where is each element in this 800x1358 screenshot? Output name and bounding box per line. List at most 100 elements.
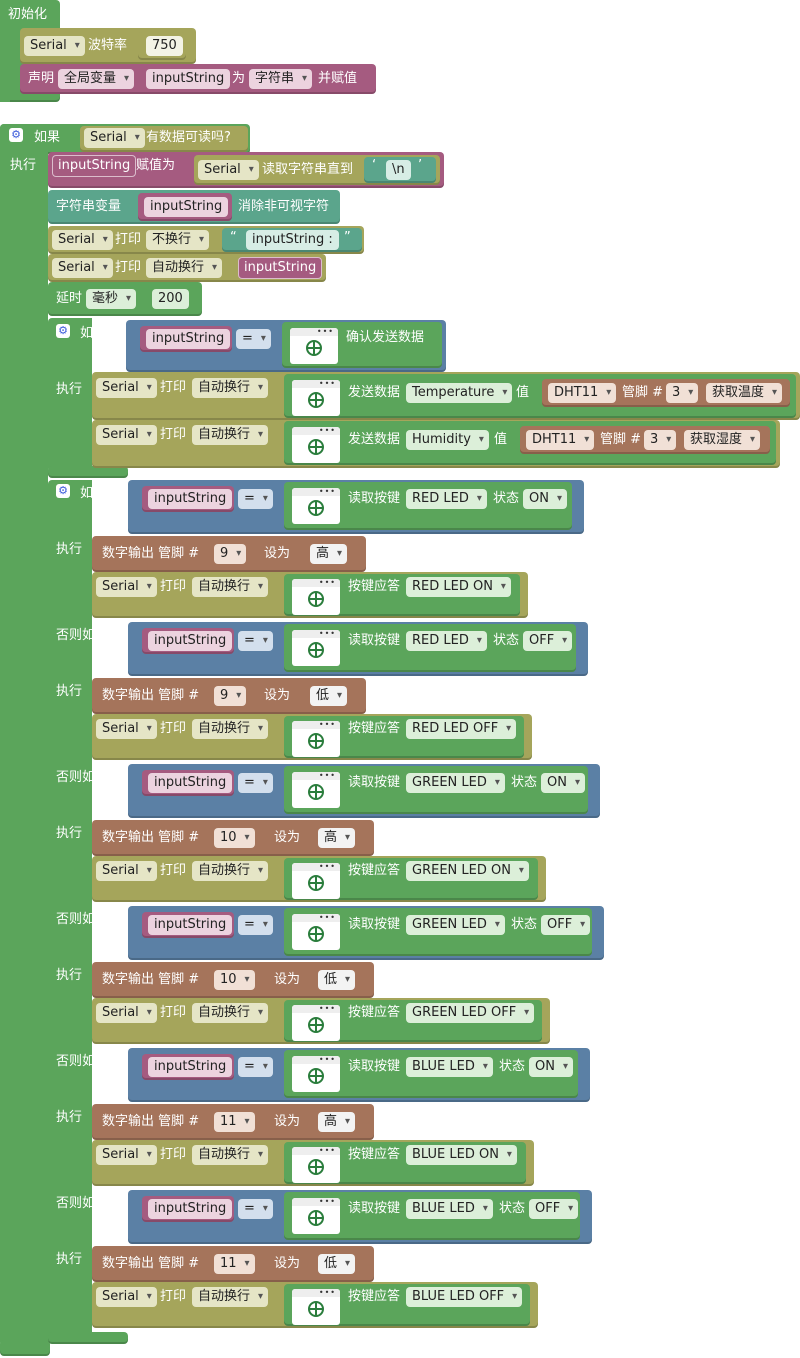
led-branch-0-reply-dropdown[interactable]: RED LED ON	[406, 577, 511, 597]
confirm-row-0-value-label: 值	[516, 385, 530, 400]
led-branch-1-pin-dropdown[interactable]: 9	[214, 686, 247, 706]
led-branch-4-pin-dropdown[interactable]: 11	[214, 1112, 255, 1132]
declare-var-name-field[interactable]: inputString	[146, 69, 231, 89]
led-branch-2-reply-dropdown[interactable]: GREEN LED ON	[406, 861, 529, 881]
led-branch-1-op-dropdown[interactable]: =	[238, 631, 273, 651]
led-branch-1-var-field[interactable]: inputString	[148, 631, 233, 651]
main-if-gear-icon[interactable]: ⚙	[9, 128, 23, 142]
confirm-row-1-field-dropdown[interactable]: Humidity	[406, 430, 489, 450]
confirm-row-1-read-dropdown[interactable]: 获取湿度	[684, 430, 761, 450]
led-branch-5-do-label: 执行	[56, 1252, 83, 1267]
led-branch-4-op-dropdown[interactable]: =	[238, 1057, 273, 1077]
led-branch-1-reply-dropdown[interactable]: RED LED OFF	[406, 719, 517, 739]
led-branch-3-key-dropdown[interactable]: GREEN LED	[406, 915, 505, 935]
led-branch-0-set-label: 设为	[264, 546, 291, 561]
led-branch-5-level-dropdown[interactable]: 低	[318, 1254, 356, 1274]
confirm-row-0-field-dropdown[interactable]: Temperature	[406, 383, 513, 403]
confirm-row-0-mode-dropdown[interactable]: 自动换行	[192, 378, 269, 398]
led-branch-5-mode-dropdown[interactable]: 自动换行	[192, 1287, 269, 1307]
read-char-field[interactable]: \n	[386, 160, 411, 180]
led-branch-3-reply-dropdown[interactable]: GREEN LED OFF	[406, 1003, 535, 1023]
led-branch-0-port-dropdown[interactable]: Serial	[96, 577, 157, 597]
led-branch-4-reply-dropdown[interactable]: BLUE LED ON	[406, 1145, 517, 1165]
led-branch-2-port-dropdown[interactable]: Serial	[96, 861, 157, 881]
led-branch-0-level-dropdown[interactable]: 高	[310, 544, 348, 564]
confirm-if-gear-icon[interactable]: ⚙	[56, 324, 70, 338]
led-branch-0-key-dropdown[interactable]: RED LED	[406, 489, 487, 509]
led-branch-2-op-dropdown[interactable]: =	[238, 773, 273, 793]
confirm-row-0-pin-dropdown[interactable]: 3	[666, 383, 699, 403]
print1-text-field[interactable]: inputString :	[246, 230, 339, 250]
confirm-row-1-sensor-dropdown[interactable]: DHT11	[526, 430, 595, 450]
confirm-row-1-port-dropdown[interactable]: Serial	[96, 425, 157, 445]
led-branch-3-var-field[interactable]: inputString	[148, 915, 233, 935]
confirm-row-1-pin-dropdown[interactable]: 3	[644, 430, 677, 450]
delay-value-field[interactable]: 200	[152, 289, 189, 309]
led-branch-0-pin-dropdown[interactable]: 9	[214, 544, 247, 564]
led-branch-2-var-field[interactable]: inputString	[148, 773, 233, 793]
led-branch-4-set-label: 设为	[274, 1114, 301, 1129]
confirm-row-0-port-dropdown[interactable]: Serial	[96, 378, 157, 398]
assign-var-field[interactable]: inputString	[52, 155, 137, 177]
trim-var-field[interactable]: inputString	[144, 197, 229, 217]
led-branch-0-mode-dropdown[interactable]: 自动换行	[192, 577, 269, 597]
led-branch-3-reply-label: 按键应答	[348, 1005, 401, 1020]
confirm-row-0-read-dropdown[interactable]: 获取温度	[706, 383, 783, 403]
led-branch-5-reply-dropdown[interactable]: BLUE LED OFF	[406, 1287, 523, 1307]
led-branch-1-port-dropdown[interactable]: Serial	[96, 719, 157, 739]
led-branch-5-key-dropdown[interactable]: BLUE LED	[406, 1199, 493, 1219]
print2-mode-dropdown[interactable]: 自动换行	[146, 258, 223, 278]
led-branch-0-state-dropdown[interactable]: ON	[523, 489, 567, 509]
led-branch-5-state-dropdown[interactable]: OFF	[529, 1199, 579, 1219]
led-branch-3-level-dropdown[interactable]: 低	[318, 970, 356, 990]
led-branch-1-level-dropdown[interactable]: 低	[310, 686, 348, 706]
led-branch-4-mode-dropdown[interactable]: 自动换行	[192, 1145, 269, 1165]
led-branch-1-key-dropdown[interactable]: RED LED	[406, 631, 487, 651]
led-branch-1-mode-dropdown[interactable]: 自动换行	[192, 719, 269, 739]
led-branch-2-mode-dropdown[interactable]: 自动换行	[192, 861, 269, 881]
led-branch-2-key-dropdown[interactable]: GREEN LED	[406, 773, 505, 793]
led-branch-2-level-dropdown[interactable]: 高	[318, 828, 356, 848]
trim-label: 字符串变量	[56, 199, 122, 214]
led-branch-4-port-dropdown[interactable]: Serial	[96, 1145, 157, 1165]
print1-port-dropdown[interactable]: Serial	[52, 230, 113, 250]
serial-available-port-dropdown[interactable]: Serial	[84, 128, 145, 148]
led-branch-0-print-label: 打印	[160, 579, 187, 594]
led-branch-3-pin-dropdown[interactable]: 10	[214, 970, 255, 990]
led-branch-4-state-dropdown[interactable]: ON	[529, 1057, 573, 1077]
confirm-if-footer	[48, 466, 128, 478]
confirm-var-field[interactable]: inputString	[146, 329, 231, 349]
baud-value-field[interactable]: 750	[146, 36, 183, 56]
led-branch-4-var-field[interactable]: inputString	[148, 1057, 233, 1077]
led-branch-2-read-key-label: 读取按键	[348, 775, 401, 790]
led-branch-4-level-dropdown[interactable]: 高	[318, 1112, 356, 1132]
led-if-gear-icon[interactable]: ⚙	[56, 484, 70, 498]
led-branch-4-print-label: 打印	[160, 1147, 187, 1162]
read-until-port-dropdown[interactable]: Serial	[198, 160, 259, 180]
scope-dropdown[interactable]: 全局变量	[58, 69, 135, 89]
led-branch-5-reply-web-icon: •••	[292, 1289, 340, 1325]
led-branch-5-port-dropdown[interactable]: Serial	[96, 1287, 157, 1307]
led-branch-4-key-dropdown[interactable]: BLUE LED	[406, 1057, 493, 1077]
led-branch-5-pin-dropdown[interactable]: 11	[214, 1254, 255, 1274]
print1-mode-dropdown[interactable]: 不换行	[146, 230, 210, 250]
delay-unit-dropdown[interactable]: 毫秒	[86, 289, 137, 309]
led-branch-2-pin-dropdown[interactable]: 10	[214, 828, 255, 848]
led-branch-3-op-dropdown[interactable]: =	[238, 915, 273, 935]
print2-port-dropdown[interactable]: Serial	[52, 258, 113, 278]
confirm-op-dropdown[interactable]: =	[236, 329, 271, 349]
confirm-row-0-sensor-dropdown[interactable]: DHT11	[548, 383, 617, 403]
print2-var-field[interactable]: inputString	[238, 257, 323, 279]
led-branch-2-state-dropdown[interactable]: ON	[541, 773, 585, 793]
type-dropdown[interactable]: 字符串	[249, 69, 313, 89]
led-branch-5-var-field[interactable]: inputString	[148, 1199, 233, 1219]
led-branch-3-port-dropdown[interactable]: Serial	[96, 1003, 157, 1023]
led-branch-0-var-field[interactable]: inputString	[148, 489, 233, 509]
led-branch-0-op-dropdown[interactable]: =	[238, 489, 273, 509]
led-branch-3-state-dropdown[interactable]: OFF	[541, 915, 591, 935]
led-branch-1-state-dropdown[interactable]: OFF	[523, 631, 573, 651]
serial-begin-port-dropdown[interactable]: Serial	[24, 36, 85, 56]
confirm-row-1-mode-dropdown[interactable]: 自动换行	[192, 425, 269, 445]
led-branch-5-op-dropdown[interactable]: =	[238, 1199, 273, 1219]
led-branch-3-mode-dropdown[interactable]: 自动换行	[192, 1003, 269, 1023]
